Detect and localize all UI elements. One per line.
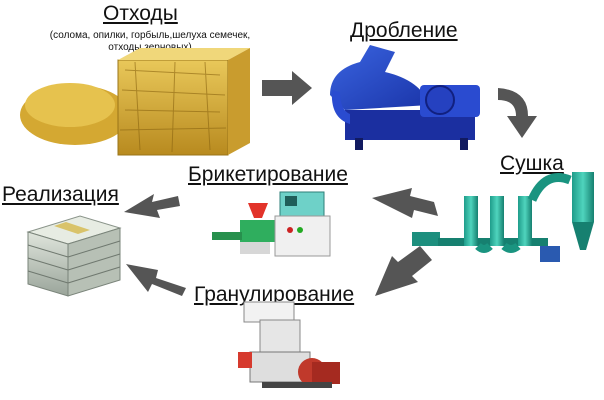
crushing-title: Дробление	[350, 19, 458, 42]
waste-note-line-2: отходы зерновых)	[108, 42, 192, 53]
money-stack-image	[26, 215, 122, 297]
arrow-briquetting-to-sale	[124, 194, 180, 218]
arrow-granulation-to-sale	[126, 264, 186, 296]
granulation-machine-image	[238, 301, 340, 388]
straw-bale-image	[20, 48, 250, 156]
waste-note-line-1: (солома, опилки, горбыль,шелуха семечек,	[49, 30, 251, 41]
dryer-image	[412, 172, 594, 262]
waste-note: (солома, опилки, горбыль,шелуха семечек,…	[32, 30, 268, 54]
drying-title: Сушка	[500, 152, 564, 175]
granulation-title: Гранулирование	[194, 283, 355, 306]
arrow-drying-to-briquetting	[372, 188, 438, 218]
crusher-image	[330, 45, 480, 150]
arrow-crushing-to-drying	[498, 88, 537, 138]
arrow-waste-to-crushing	[262, 71, 312, 105]
briquetting-machine-image	[212, 191, 331, 257]
briquetting-title: Брикетирование	[188, 163, 348, 186]
waste-title: Отходы	[103, 2, 178, 25]
sale-title: Реализация	[2, 183, 119, 206]
arrow-drying-to-granulation	[375, 246, 432, 296]
